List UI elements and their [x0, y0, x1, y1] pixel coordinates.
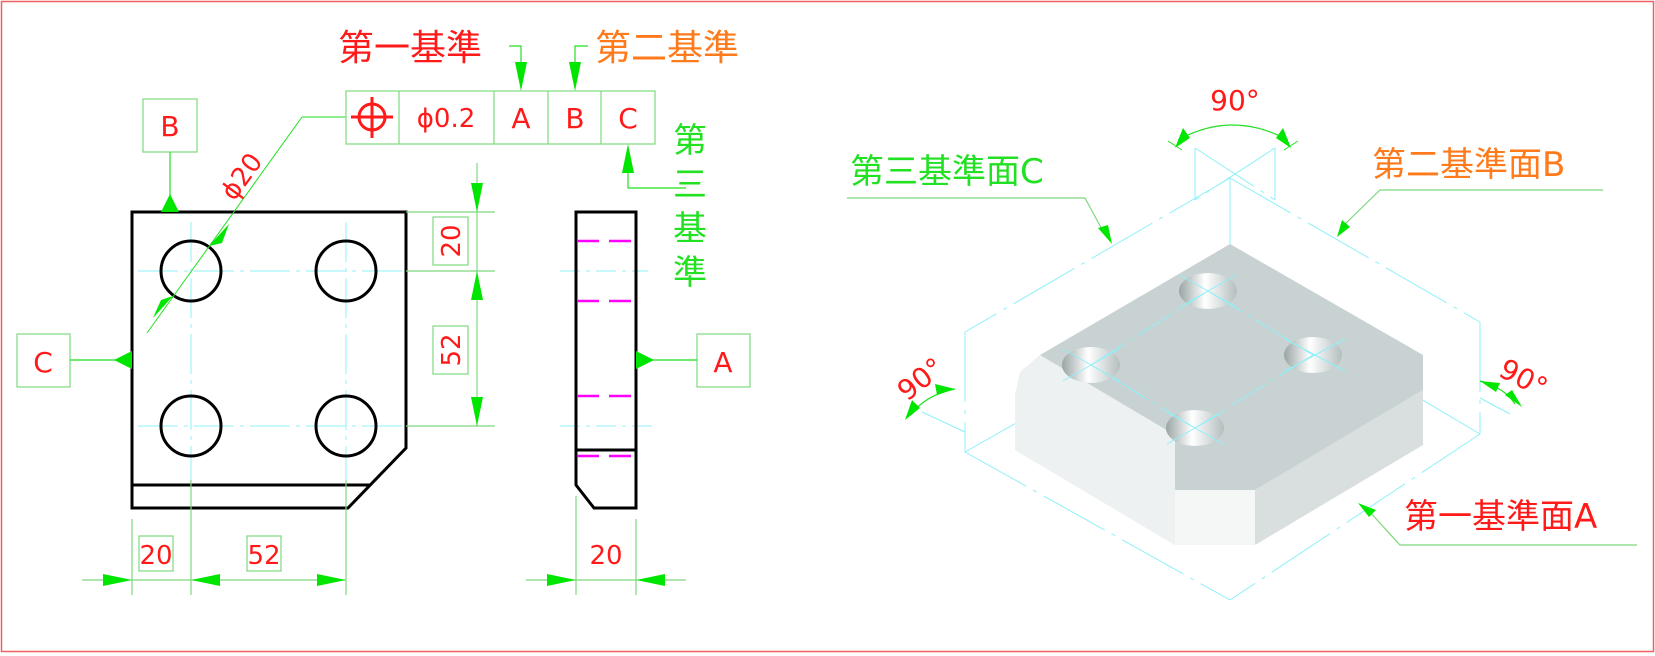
angle-right-label: 90°	[1494, 352, 1553, 404]
hole	[159, 394, 223, 458]
dim-box	[432, 216, 469, 266]
side-view: A 20	[526, 210, 751, 595]
thickness-dim: 20	[589, 541, 622, 571]
arrowhead	[471, 271, 483, 300]
primary-datum-label: 第一基準	[338, 28, 482, 69]
top-offset-dim: 20	[437, 224, 467, 257]
arrowhead	[1337, 220, 1350, 237]
arrowhead	[547, 574, 576, 586]
fcf-dividers	[398, 91, 602, 144]
datum-triangle	[636, 351, 654, 369]
tertiary-datum-label-1: 第	[673, 121, 707, 161]
side-outline	[574, 210, 638, 510]
feature-control-frame: ϕ0.2 A B C 第一基準 第二基準 第 三 基 準	[338, 28, 739, 293]
arrowhead	[1276, 128, 1291, 148]
arrowhead	[153, 296, 173, 318]
hidden-lines	[577, 239, 634, 458]
dim-box	[432, 325, 469, 375]
arrowhead	[103, 574, 132, 586]
secondary-datum-label: 第二基準	[595, 28, 739, 69]
hole-diameter-dim: ϕ20	[215, 148, 269, 206]
arrowhead	[636, 574, 665, 586]
tertiary-datum-label-4: 準	[673, 253, 707, 293]
primary-leader	[509, 45, 522, 66]
vertical-pitch-dim: 52	[437, 333, 467, 366]
arrowhead	[569, 62, 581, 91]
fcf-tolerance: ϕ0.2	[417, 104, 476, 134]
front-centerlines	[138, 222, 420, 480]
plane-a-label: 第一基準面A	[1404, 497, 1597, 537]
plane-c-leader	[847, 197, 1106, 236]
hole	[314, 239, 378, 303]
arrowhead	[191, 574, 220, 586]
solid-right-face	[1255, 390, 1423, 545]
arrowhead	[1098, 225, 1112, 244]
plane-c-label: 第三基準面C	[850, 152, 1044, 192]
fcf-datum-b: B	[565, 102, 584, 135]
arrowhead	[1175, 128, 1190, 148]
datum-triangle	[161, 194, 179, 212]
tick	[1283, 140, 1299, 151]
arrowhead	[905, 400, 920, 420]
horizontal-pitch-dim: 52	[247, 541, 280, 571]
tertiary-datum-label-3: 基	[673, 209, 707, 249]
fcf-datum-c: C	[618, 102, 638, 135]
hole	[314, 394, 378, 458]
angle-arc-top	[1177, 124, 1289, 141]
solid-chamfer-face	[1015, 395, 1175, 545]
datum-triangle	[114, 351, 132, 369]
hole	[159, 239, 223, 303]
plane-b-leader	[1341, 189, 1603, 228]
isometric-view: 90° 90° 90° 第三基準面C 第二基準面B 第一基準面A	[847, 84, 1637, 601]
position-icon	[351, 97, 393, 138]
fcf-box	[345, 90, 656, 145]
plane-a-leader	[1367, 509, 1637, 546]
tick	[1167, 140, 1183, 151]
arrowhead	[1505, 390, 1522, 407]
diameter-leader	[146, 116, 303, 334]
dim-box	[246, 535, 282, 572]
arrowhead	[622, 144, 634, 173]
angle-top-label: 90°	[1210, 84, 1260, 117]
arrowhead	[1358, 503, 1376, 517]
angle-left-label: 90°	[891, 351, 950, 408]
arrowhead	[471, 397, 483, 426]
dim-box	[138, 535, 174, 572]
arrowhead	[209, 224, 229, 246]
holes	[159, 239, 378, 458]
arrowhead	[1480, 381, 1500, 392]
arrowhead	[515, 62, 527, 91]
front-view: ϕ20 B C 20 52	[16, 98, 495, 595]
tertiary-datum-label-2: 三	[673, 165, 707, 205]
front-outline	[130, 210, 408, 510]
arrowhead	[317, 574, 346, 586]
datum-flag-c-label: C	[33, 346, 53, 379]
plane-b-label: 第二基準面B	[1372, 145, 1565, 185]
arrowhead	[935, 384, 955, 395]
iso-hole-centerlines	[1062, 274, 1346, 445]
fcf-datum-a: A	[511, 102, 530, 135]
left-offset-dim: 20	[139, 541, 172, 571]
arrowhead	[471, 183, 483, 212]
datum-flag-a-label: A	[713, 346, 732, 379]
solid-corner-face	[1175, 490, 1255, 545]
secondary-leader	[574, 45, 588, 66]
solid-chamfer-top	[1015, 355, 1175, 490]
datum-flag-b-label: B	[160, 110, 179, 143]
